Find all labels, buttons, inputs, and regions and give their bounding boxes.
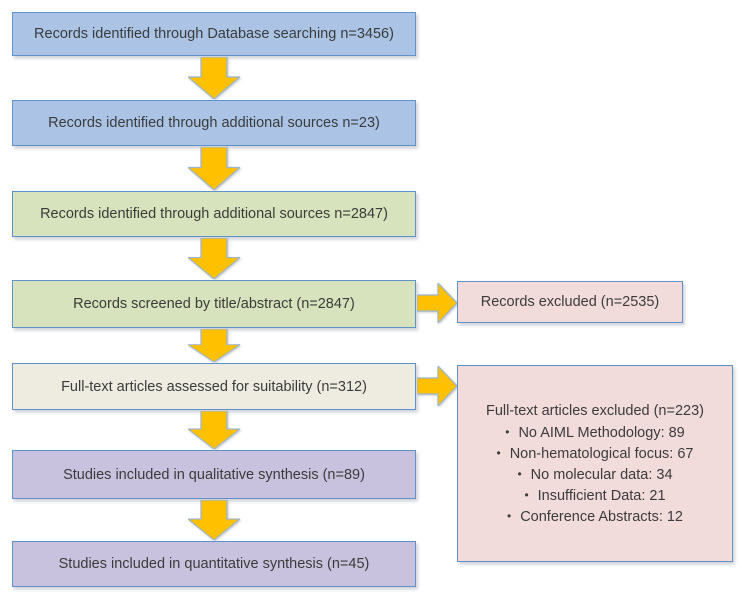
exclusion-reason: • No molecular data: 34 — [517, 464, 672, 485]
flow-box-records-screened: Records screened by title/abstract (n=28… — [12, 280, 416, 328]
down-arrow-icon — [188, 329, 240, 362]
flow-box-fulltext-assessed: Full-text articles assessed for suitabil… — [12, 363, 416, 410]
down-arrow-icon — [188, 147, 240, 190]
flow-box-label: Records identified through additional so… — [48, 115, 380, 131]
bullet-icon: • — [524, 487, 529, 502]
connector-down-3 — [188, 238, 240, 279]
flow-box-label: Records excluded (n=2535) — [480, 294, 660, 310]
down-arrow-icon — [188, 238, 240, 279]
down-arrow-icon — [188, 500, 240, 540]
exclusion-reason: • Non-hematological focus: 67 — [497, 443, 694, 464]
exclusion-reason-label: Conference Abstracts: 12 — [520, 508, 684, 525]
connector-down-6 — [188, 500, 240, 540]
connector-down-5 — [188, 411, 240, 449]
bullet-icon: • — [517, 466, 522, 481]
exclusion-reason: • No AIML Methodology: 89 — [505, 422, 685, 443]
flow-box-records-excluded: Records excluded (n=2535) — [457, 281, 683, 323]
exclusion-reason-label: Non-hematological focus: 67 — [509, 445, 694, 462]
connector-down-4 — [188, 329, 240, 362]
connector-right-1 — [417, 283, 457, 323]
right-arrow-icon — [417, 283, 457, 323]
right-arrow-icon — [417, 366, 457, 406]
bullet-icon: • — [506, 508, 512, 523]
exclusion-reason-label: No AIML Methodology: 89 — [518, 424, 685, 441]
flow-box-quantitative-synthesis: Studies included in quantitative synthes… — [12, 541, 416, 587]
down-arrow-icon — [188, 411, 240, 449]
exclusion-reason: • Insufficient Data: 21 — [524, 485, 665, 506]
exclusion-reason-label: No molecular data: 34 — [530, 466, 673, 483]
flow-box-label: Full-text articles assessed for suitabil… — [61, 378, 367, 395]
bullet-icon: • — [505, 424, 510, 439]
bullet-icon: • — [496, 445, 501, 460]
flow-box-qualitative-synthesis: Studies included in qualitative synthesi… — [12, 450, 416, 499]
flow-box-label: Records screened by title/abstract (n=28… — [73, 296, 355, 312]
connector-down-2 — [188, 147, 240, 190]
flow-box-label: Records identified through Database sear… — [34, 26, 394, 42]
exclusion-reason-label: Insufficient Data: 21 — [537, 487, 666, 504]
flow-box-label: Studies included in quantitative synthes… — [58, 556, 370, 572]
flow-box-fulltext-excluded: Full-text articles excluded (n=223) •No … — [457, 365, 733, 562]
exclusion-reason: • Conference Abstracts: 12 — [507, 506, 683, 527]
flow-box-records-database-searching: Records identified through Database sear… — [12, 12, 416, 56]
connector-down-1 — [188, 57, 240, 99]
connector-right-2 — [417, 366, 457, 406]
flow-box-label: Records identified through additional so… — [40, 206, 388, 222]
down-arrow-icon — [188, 57, 240, 99]
flow-box-records-additional-sources-2: Records identified through additional so… — [12, 191, 416, 237]
flow-box-records-additional-sources: Records identified through additional so… — [12, 100, 416, 146]
flow-box-label: Studies included in qualitative synthesi… — [63, 466, 365, 483]
fulltext-excluded-title: Full-text articles excluded (n=223) — [485, 402, 704, 419]
